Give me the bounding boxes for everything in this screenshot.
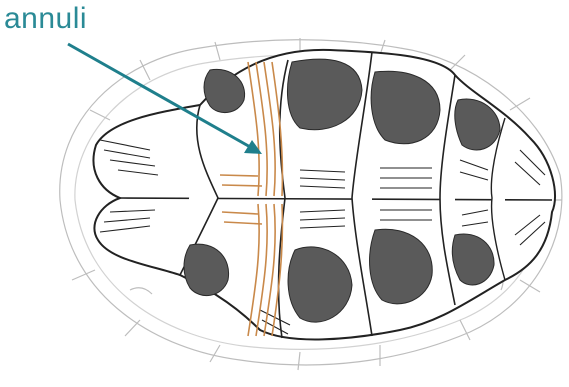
annuli-label: annuli bbox=[4, 2, 87, 36]
